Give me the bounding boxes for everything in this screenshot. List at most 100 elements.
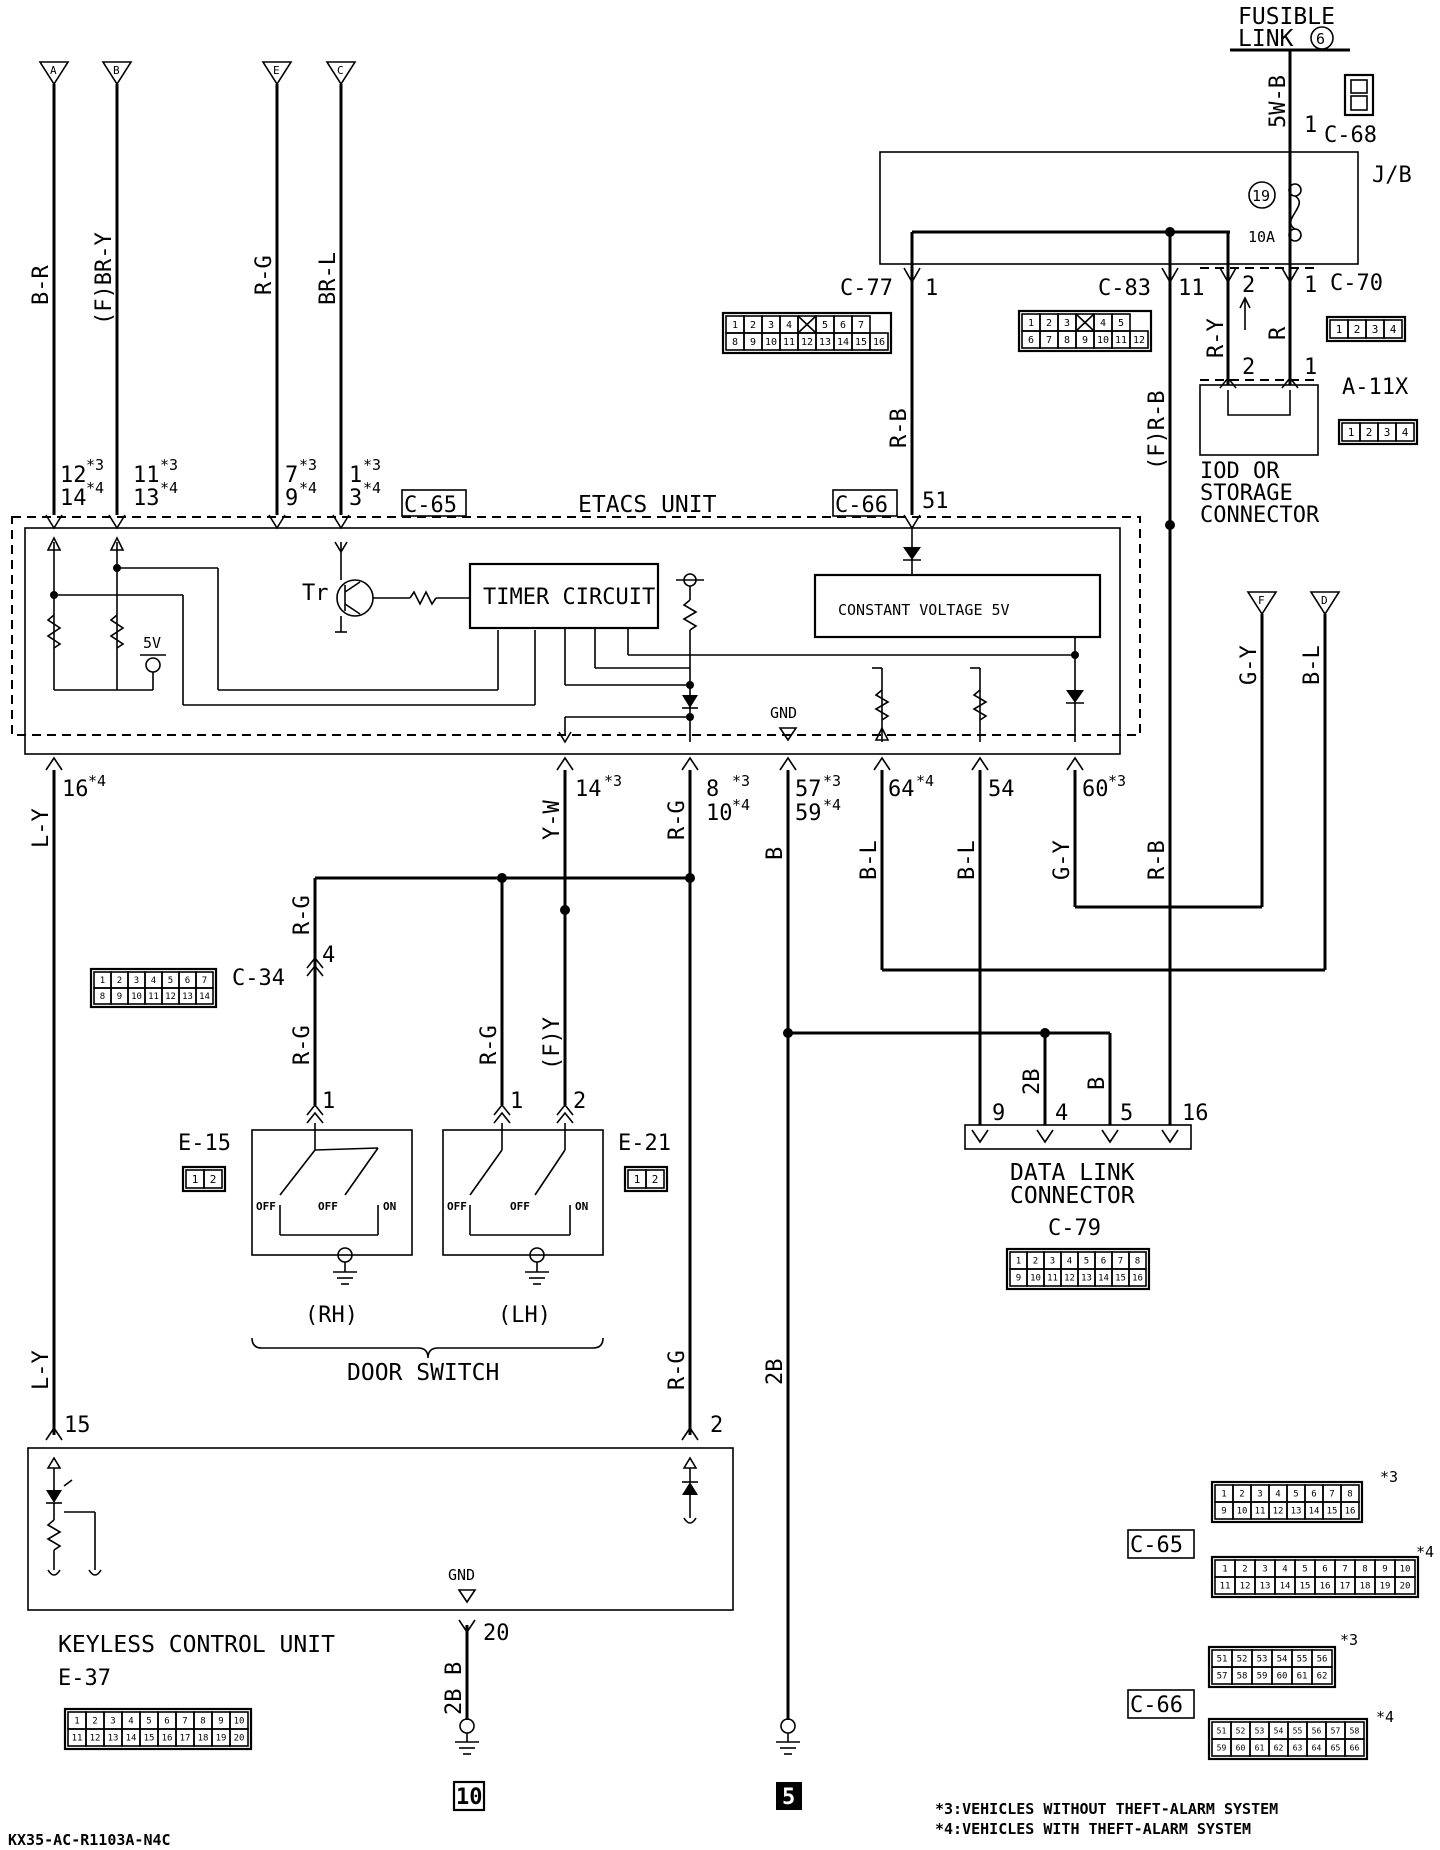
dlc-pin5-mark [1101, 1129, 1119, 1144]
wire-rb-low-label: R-B [1145, 840, 1170, 880]
connector-e15-label: E-15 [178, 1131, 231, 1156]
pin-10-note: *4 [732, 796, 750, 814]
door-switch-lh-label: (LH) [498, 1303, 551, 1328]
iod-label-3: CONNECTOR [1200, 503, 1320, 528]
etacs-pin-14 [556, 756, 574, 771]
etacs-transistor-collector [344, 581, 361, 593]
kcu-box [27, 1447, 734, 1611]
fuse-number: 19 [1252, 187, 1270, 205]
etacs-transistor-label: Tr [302, 581, 329, 606]
c66b-pin-number: 58 [1350, 1726, 1360, 1735]
c66a-pin-number: 57 [1217, 1672, 1228, 1682]
pin-e-note3: *3 [299, 456, 317, 474]
c77-pin-number: 7 [858, 320, 864, 331]
terminal-b-marker [101, 61, 133, 86]
c65b-pin-number: 1 [1222, 1565, 1227, 1575]
c70-pin-number: 3 [1372, 323, 1379, 336]
c65b-pin-number: 18 [1360, 1582, 1371, 1592]
c79-pin-number: 9 [1016, 1274, 1021, 1284]
c34-pin-number: 7 [202, 976, 207, 986]
c65a-note: *3 [1380, 1468, 1398, 1486]
pin-b-13: 13 [133, 486, 160, 511]
wire-b-dlc-label: B [1085, 1077, 1110, 1090]
terminal-c: C [325, 61, 357, 86]
connector-e21-label: E-21 [618, 1131, 671, 1156]
c77-pin-number: 13 [819, 337, 831, 348]
terminal-e: E [261, 61, 293, 86]
c34-pin-number: 12 [165, 992, 176, 1002]
ground-10-number: 10 [456, 1785, 483, 1810]
fusible-link-line1: FUSIBLE [1238, 4, 1335, 30]
c79-pin-number: 3 [1050, 1257, 1055, 1267]
c79-cavity [1128, 1268, 1147, 1287]
connector-c70-label: C-70 [1330, 271, 1383, 296]
c65b-pin-number: 12 [1240, 1582, 1251, 1592]
etacs-60-diode [1066, 690, 1084, 703]
etacs-pin-8 [681, 756, 699, 771]
wire-ry-label: R-Y [1204, 318, 1229, 358]
etacs-dot-685 [686, 681, 694, 689]
c79-pin-number: 14 [1098, 1274, 1109, 1284]
c77-cavity [869, 332, 889, 351]
door-switch-title: DOOR SWITCH [347, 1360, 499, 1386]
wire-bl54-label: B-L [955, 840, 980, 880]
etacs-pin-a [45, 514, 63, 530]
legend-note-4: *4:VEHICLES WITH THEFT-ALARM SYSTEM [935, 1820, 1251, 1838]
pin-e-7: 7 [285, 463, 298, 488]
e37-pin-number: 9 [218, 1717, 223, 1727]
c79-pin-number: 10 [1030, 1274, 1041, 1284]
c79-pin-number: 2 [1033, 1257, 1038, 1267]
c34-pin-number: 4 [151, 976, 156, 986]
c65b-pin-number: 6 [1322, 1565, 1327, 1575]
c77-pin-number: 11 [783, 337, 795, 348]
e37-pin-number: 5 [146, 1717, 151, 1727]
e37-pin-number: 17 [180, 1734, 191, 1744]
iod-arrow-head [1239, 296, 1251, 309]
pin-c-3: 3 [349, 486, 362, 511]
pin-59: 59 [795, 801, 822, 826]
e37-pin-number: 11 [72, 1734, 83, 1744]
c65-tag-label: C-65 [404, 493, 457, 518]
a11x-pin-number: 1 [1348, 426, 1355, 439]
door-switch-rh-label: (RH) [305, 1303, 358, 1328]
ground-5-symbol: 5 [776, 1718, 802, 1810]
connector-a11x-label: A-11X [1342, 375, 1409, 400]
pin-64: 64 [888, 777, 915, 802]
c83-pin-number: 1 [1028, 318, 1034, 329]
etacs-resistor-2 [109, 614, 125, 649]
c66a-pin-number: 62 [1317, 1672, 1328, 1682]
fuse-element [1289, 195, 1301, 230]
c66b-pin-number: 60 [1236, 1743, 1246, 1752]
a11x-pin-number: 3 [1384, 426, 1391, 439]
door-switch-brace [251, 1337, 604, 1359]
c65a-pin-number: 11 [1255, 1507, 1266, 1517]
c65a-pin-number: 4 [1275, 1490, 1280, 1500]
terminal-e-letter: E [273, 64, 280, 77]
c66a-pin-number: 52 [1237, 1655, 1248, 1665]
c70-pin-number: 1 [1336, 323, 1343, 336]
c66b-pin-number: 56 [1312, 1726, 1322, 1735]
c65b-pin-number: 15 [1300, 1582, 1311, 1592]
connector-c65-face-tag [1127, 1529, 1195, 1559]
c77-pin-number: 16 [873, 337, 885, 348]
kcu-ground-right [88, 1569, 102, 1576]
pin-dlc-16: 16 [1182, 1101, 1209, 1126]
e37-pin-number: 2 [92, 1717, 97, 1727]
c77-pin-number: 5 [822, 320, 828, 331]
c66b-pin-number: 63 [1293, 1743, 1303, 1752]
lh-switch-blade-2 [534, 1149, 566, 1196]
etacs-diode [682, 695, 698, 708]
rh-switch-box [251, 1129, 413, 1256]
etacs-54-resistor [972, 689, 988, 721]
e37-pin-number: 7 [182, 1717, 187, 1727]
c83-pin-number: 4 [1100, 318, 1106, 329]
wire-ly-label-1: L-Y [29, 808, 54, 848]
c83-pin-number: 7 [1046, 335, 1052, 346]
pin-14-note: *3 [604, 772, 622, 790]
c66b-pin-number: 66 [1350, 1743, 1360, 1752]
c79-pin-number: 11 [1047, 1274, 1058, 1284]
c77-pin-number: 9 [750, 337, 756, 348]
c77-pin-number: 4 [786, 320, 792, 331]
